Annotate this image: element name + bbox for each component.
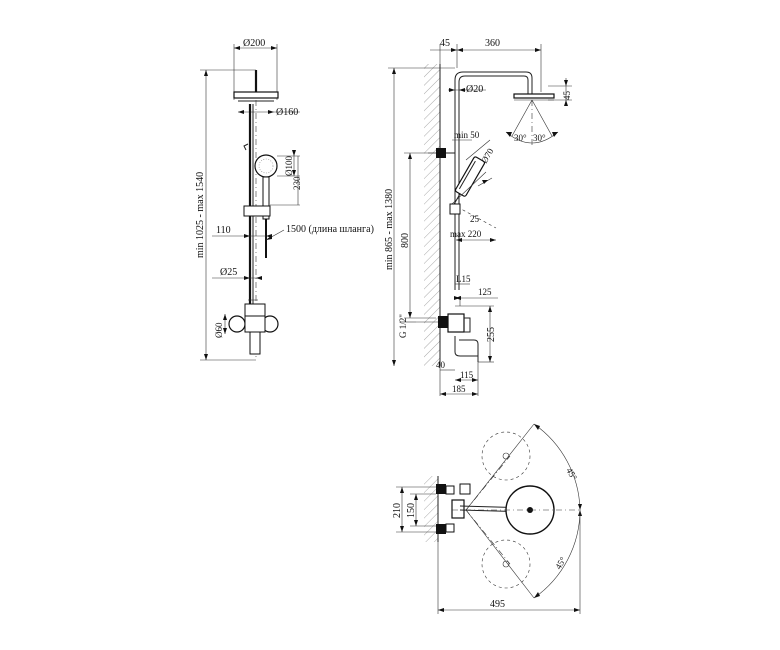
dim-angle-30-right: 30° (533, 133, 546, 143)
dim-d70: Ø70 (479, 146, 496, 165)
top-head-rotated-upper (481, 431, 531, 481)
dim-w115: 115 (460, 370, 474, 380)
top-view: 210 150 45° (392, 423, 582, 614)
dim-hose-length: 1500 (длина шланга) (286, 224, 374, 235)
dim-w45: 45 (440, 38, 450, 49)
dim-d25: Ø25 (220, 267, 237, 278)
dim-d100: Ø100 (284, 156, 294, 176)
top-connector-upper (436, 484, 446, 494)
dim-a25: 25 (470, 214, 480, 224)
dim-w125: 125 (478, 287, 492, 297)
side-view: 45 360 45 30° 30° Ø20 min 50 (384, 38, 572, 396)
dim-front-height: min 1025 - max 1540 (195, 172, 206, 258)
dim-h800: 800 (400, 233, 411, 248)
dim-angle-45-top: 45° (564, 466, 579, 482)
dim-min50: min 50 (454, 130, 480, 140)
top-mixer (451, 499, 465, 519)
dim-side-height: min 865 - max 1380 (384, 189, 395, 270)
dim-max220: max 220 (450, 229, 482, 239)
dim-w110: 110 (216, 225, 231, 236)
shower-head-front (233, 91, 279, 99)
shower-head-side (513, 93, 555, 99)
hand-shower-head (254, 154, 278, 178)
top-connector-lower (436, 524, 446, 534)
dim-h45: 45 (562, 91, 572, 101)
dim-d160: Ø160 (276, 107, 298, 118)
dim-g12: G 1/2" (398, 314, 408, 338)
dim-w185: 185 (452, 384, 466, 394)
dim-angle-30-left: 30° (514, 133, 527, 143)
dim-angle-45-bottom: 45° (553, 555, 568, 571)
dim-h230: 230 (292, 176, 302, 190)
slider-holder (243, 205, 271, 217)
dim-d20: Ø20 (466, 84, 483, 95)
dim-w360: 360 (485, 38, 500, 49)
spout-front (249, 331, 261, 355)
dim-d60: Ø60 (214, 322, 224, 338)
dim-h255: 255 (486, 327, 497, 342)
dim-w495: 495 (490, 599, 505, 610)
dim-h150: 150 (406, 503, 417, 518)
dim-h210: 210 (392, 503, 403, 518)
dim-d200: Ø200 (243, 38, 265, 49)
mixer-side (447, 313, 465, 333)
front-view: Ø200 Ø160 min 1025 - max 1540 1500 (дл (195, 38, 374, 361)
dim-l15: L15 (456, 274, 471, 284)
top-head-rotated-lower (481, 539, 531, 589)
wall-hatch (424, 64, 440, 366)
dim-w40: 40 (436, 360, 446, 370)
wall-connector-left (228, 315, 246, 333)
